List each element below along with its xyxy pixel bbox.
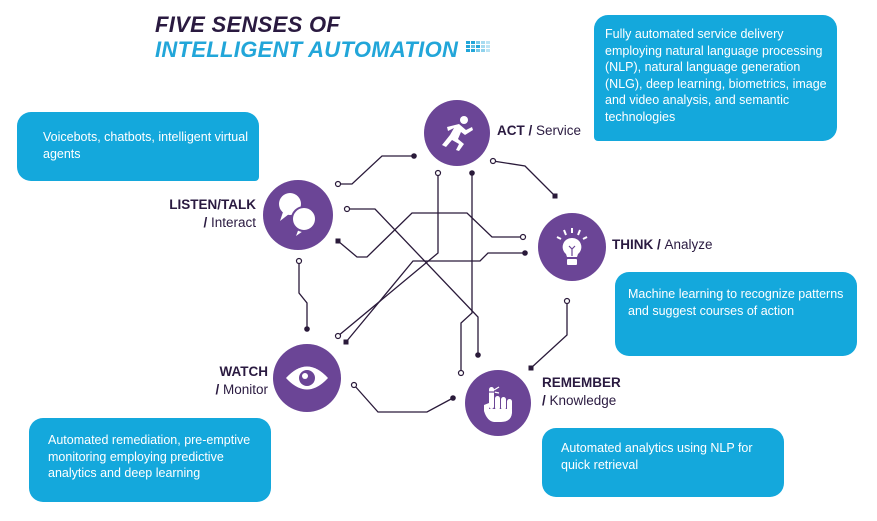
title-line-1: FIVE SENSES OF — [155, 12, 341, 37]
think-role: Analyze — [664, 237, 713, 252]
square-node — [343, 339, 349, 345]
connector-line — [353, 384, 454, 413]
act-role: Service — [536, 123, 582, 138]
solid-node — [475, 352, 481, 358]
running-person-icon — [424, 100, 490, 166]
open-node — [563, 297, 571, 305]
listen-role: Interact — [210, 215, 256, 230]
watch-name: WATCH — [219, 364, 269, 379]
connector-line — [338, 155, 414, 185]
think-label: THINK / Analyze — [612, 236, 713, 254]
square-node — [335, 238, 341, 244]
remember-label: REMEMBER / Knowledge — [542, 374, 621, 410]
separator: / — [524, 123, 537, 138]
open-node — [334, 180, 342, 188]
connector-line — [347, 208, 479, 355]
solid-node — [469, 170, 475, 176]
connector-line — [298, 261, 308, 329]
connector-line — [492, 160, 556, 197]
open-node — [334, 332, 342, 340]
watch-role: Monitor — [222, 382, 268, 397]
speech-bubbles-icon — [263, 180, 333, 250]
listen-label: LISTEN/TALK / Interact — [140, 196, 256, 232]
lightbulb-icon — [538, 213, 606, 281]
act-label: ACT / Service — [497, 122, 581, 140]
connector-line — [337, 212, 523, 258]
remember-role: Knowledge — [549, 393, 617, 408]
connector-line — [337, 173, 439, 337]
solid-node — [450, 395, 456, 401]
open-node — [350, 381, 358, 389]
act-description-box: Fully automated service delivery employi… — [594, 15, 837, 141]
separator: / — [542, 393, 550, 408]
listen-name: LISTEN/TALK — [169, 197, 256, 212]
open-node — [434, 169, 442, 177]
open-node — [489, 157, 497, 165]
separator: / — [215, 382, 223, 397]
square-node — [552, 193, 558, 199]
watch-label: WATCH / Monitor — [150, 363, 268, 399]
remember-name: REMEMBER — [542, 375, 621, 390]
think-name: THINK — [612, 237, 654, 252]
separator: / — [653, 237, 665, 252]
finger-string-icon — [465, 370, 531, 436]
connector-line — [460, 173, 473, 373]
open-node — [295, 257, 303, 265]
separator: / — [203, 215, 211, 230]
square-node — [528, 365, 534, 371]
solid-node — [304, 326, 310, 332]
solid-node — [411, 153, 417, 159]
remember-description-box: Automated analytics using NLP for quick … — [542, 428, 784, 497]
title-line-2: INTELLIGENT AUTOMATION — [155, 37, 459, 62]
act-name: ACT — [497, 123, 525, 138]
eye-icon — [273, 344, 341, 412]
pixel-dots-decoration — [466, 41, 490, 52]
open-node — [343, 205, 351, 213]
listen-description-box: Voicebots, chatbots, intelligent virtual… — [17, 112, 259, 181]
connector-line — [345, 252, 525, 343]
open-node — [457, 369, 465, 377]
watch-description-box: Automated remediation, pre-emptive monit… — [29, 418, 271, 502]
think-description-box: Machine learning to recognize patterns a… — [615, 272, 857, 356]
connector-line — [530, 301, 568, 369]
solid-node — [522, 250, 528, 256]
open-node — [519, 233, 527, 241]
